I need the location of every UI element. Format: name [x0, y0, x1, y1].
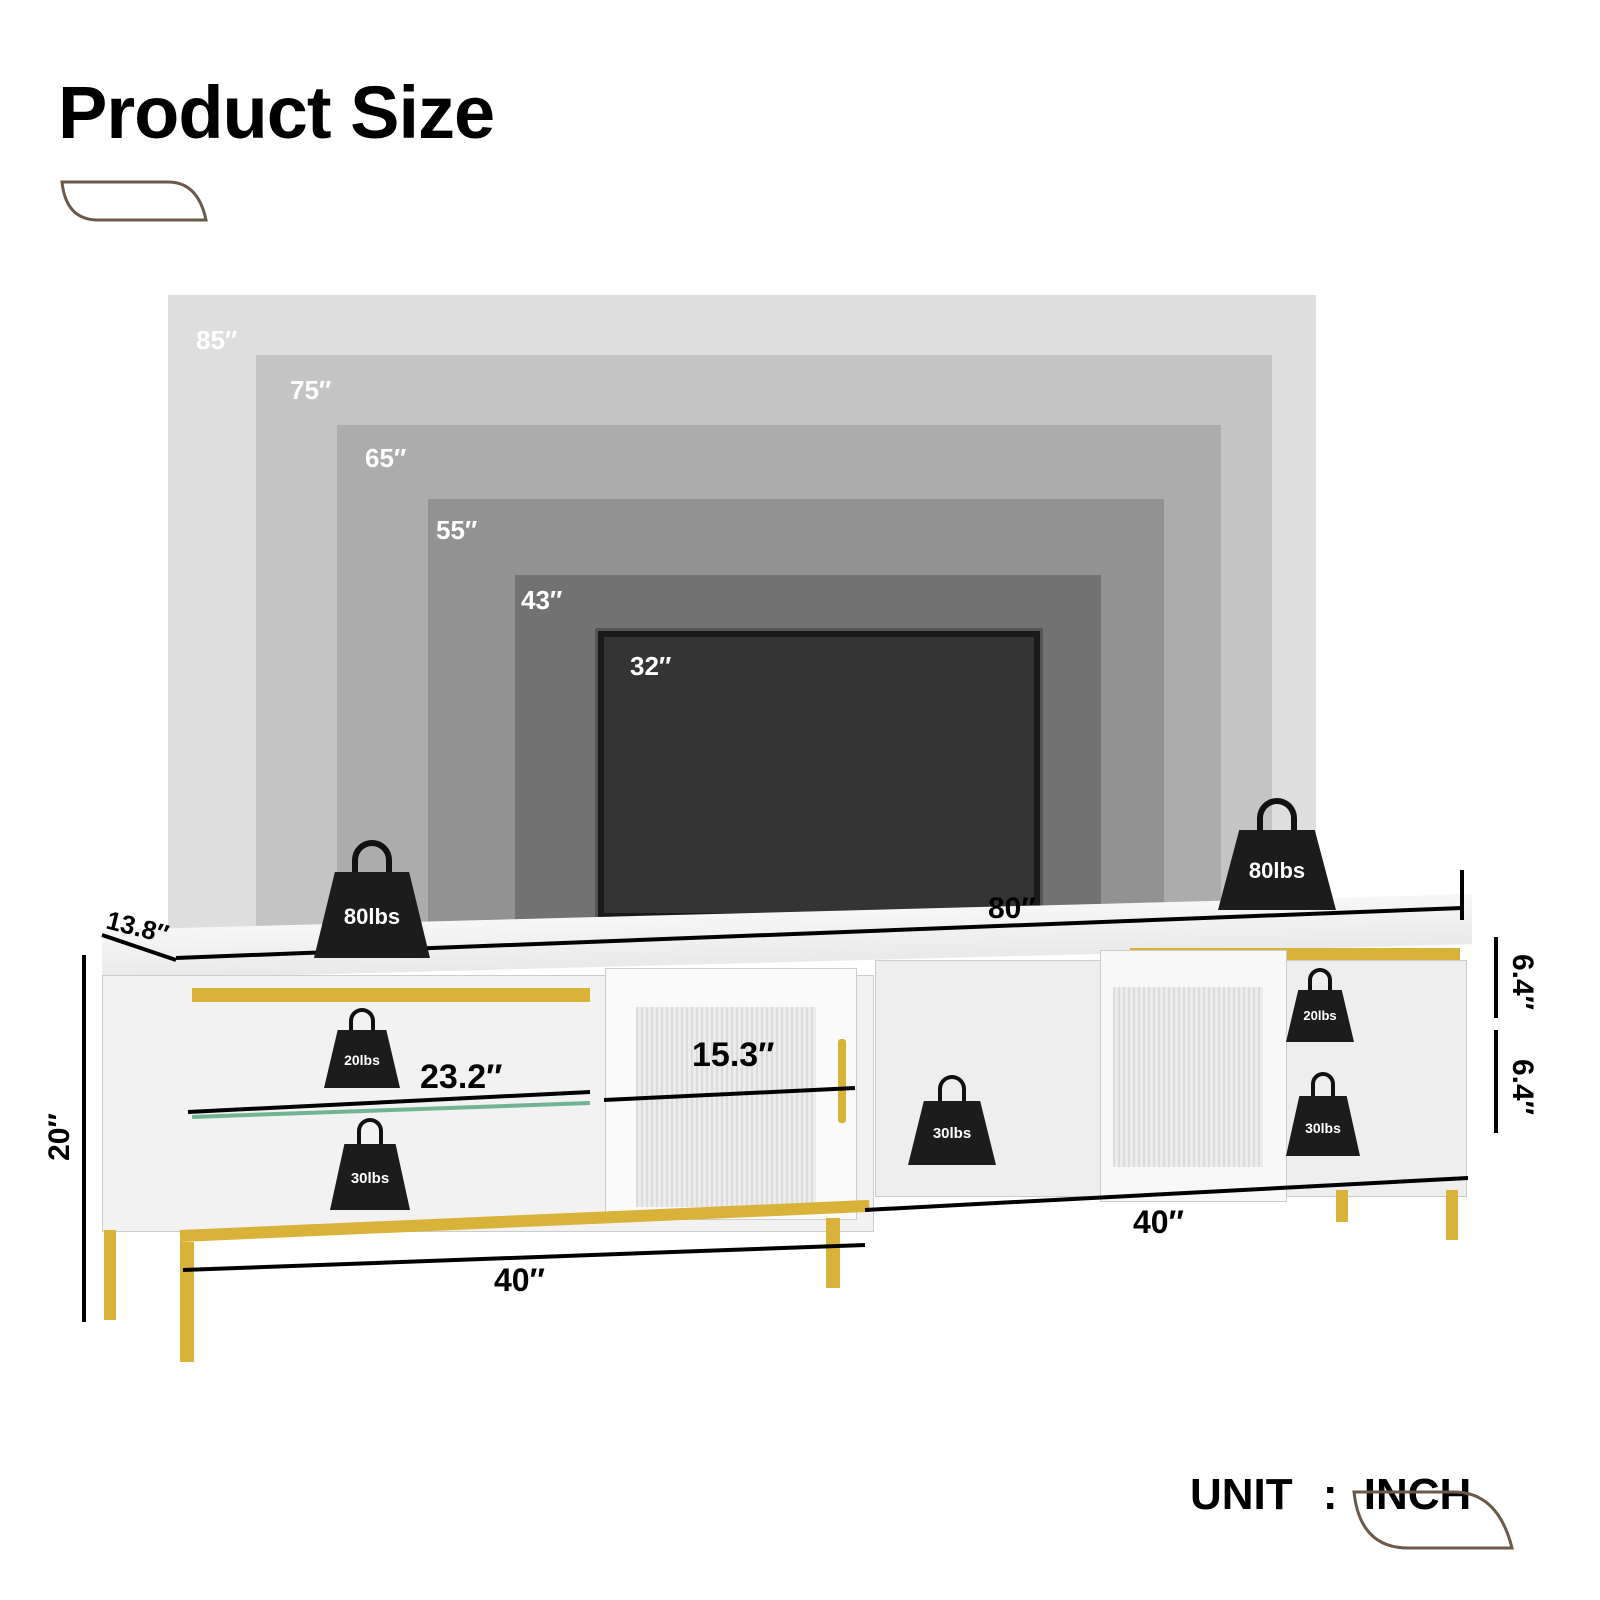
- door-handle: [838, 1039, 846, 1123]
- left-section-width-dimension: 40″: [494, 1262, 545, 1298]
- unit-value: INCH: [1363, 1470, 1472, 1519]
- weight-icon-right-glass-shelf: 20lbs: [1286, 968, 1354, 1042]
- door-right-open: [1100, 950, 1287, 1202]
- unit-separator: :: [1322, 1470, 1338, 1519]
- gold-trim-left: [192, 988, 590, 1002]
- leg-front-left: [180, 1242, 194, 1362]
- weight-icon-right-bottom-shelf: 30lbs: [1286, 1072, 1360, 1156]
- leg-back-left: [104, 1230, 116, 1320]
- height-dimension: 20″: [42, 1113, 76, 1161]
- weight-icon-top-left: 80lbs: [314, 840, 430, 958]
- page-title: Product Size: [58, 71, 495, 154]
- weight-icon-left-bottom-shelf: 30lbs: [330, 1118, 410, 1210]
- unit-indicator: UNIT : INCH: [1190, 1470, 1471, 1520]
- door-width-dimension: 15.3″: [692, 1036, 775, 1074]
- total-width-dimension: 80″: [988, 892, 1036, 925]
- upper-shelf-height-dimension: 6.4″: [1506, 953, 1540, 1011]
- weight-icon-left-glass-shelf: 20lbs: [324, 1008, 400, 1088]
- weight-icon-center-cabinet: 30lbs: [908, 1075, 996, 1165]
- title-underline-shape: [60, 180, 208, 222]
- weight-icon-top-right: 80lbs: [1218, 798, 1336, 910]
- right-section-width-dimension: 40″: [1133, 1204, 1184, 1240]
- leg-middle: [826, 1218, 840, 1288]
- leg-right-2: [1446, 1190, 1458, 1240]
- lower-shelf-height-dimension: 6.4″: [1506, 1058, 1540, 1116]
- open-shelf-width-dimension: 23.2″: [420, 1058, 503, 1096]
- unit-label: UNIT: [1190, 1470, 1293, 1519]
- leg-right-1: [1336, 1190, 1348, 1222]
- unit-value-outline-shape: [1352, 1490, 1514, 1550]
